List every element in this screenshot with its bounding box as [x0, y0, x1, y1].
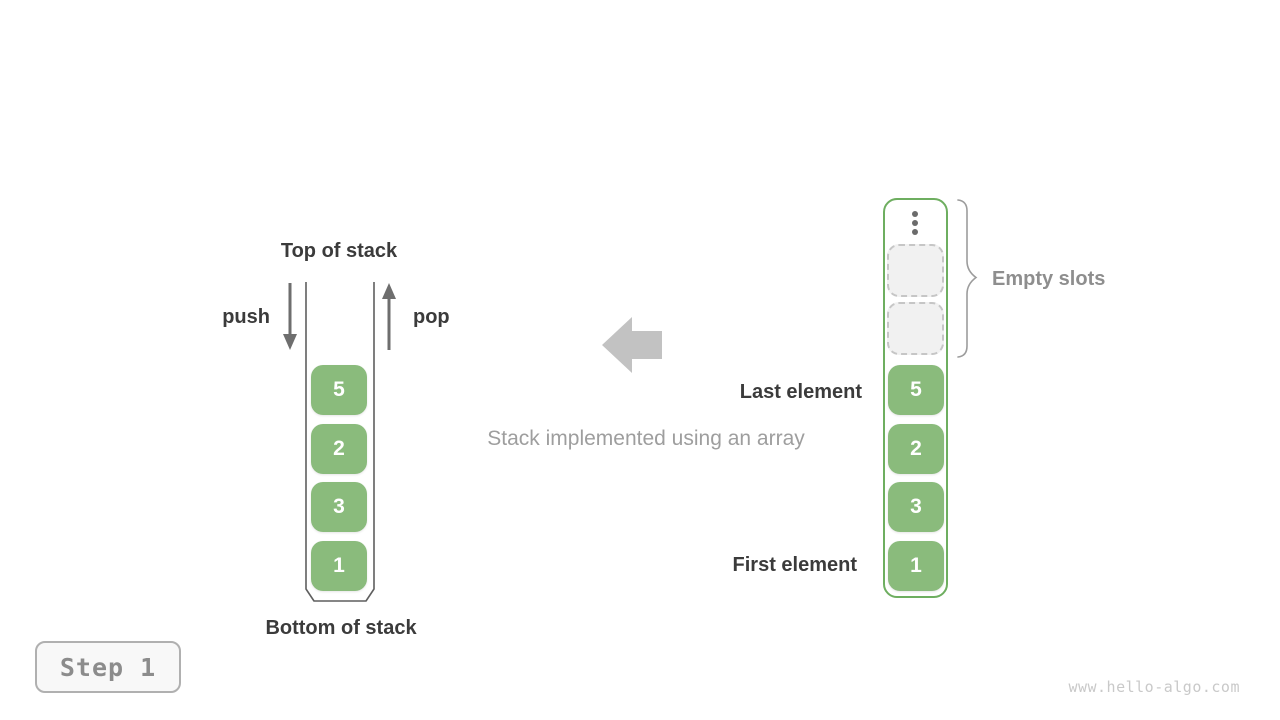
first-element-label: First element — [732, 554, 857, 576]
stack-element: 1 — [311, 541, 367, 591]
array-element: 3 — [888, 482, 944, 532]
push-label: push — [222, 306, 270, 328]
stack-element: 5 — [311, 365, 367, 415]
top-of-stack-label: Top of stack — [280, 240, 398, 262]
brace-icon — [957, 199, 978, 358]
pop-arrow-icon — [382, 283, 396, 350]
bottom-of-stack-label: Bottom of stack — [265, 617, 417, 639]
stack-element: 2 — [311, 424, 367, 474]
array-container — [883, 198, 948, 598]
array-element: 2 — [888, 424, 944, 474]
push-arrow-icon — [283, 283, 297, 350]
caption-text: Stack implemented using an array — [487, 427, 805, 450]
step-badge: Step 1 — [35, 641, 181, 693]
empty-slot — [887, 244, 944, 297]
array-element: 5 — [888, 365, 944, 415]
last-element-label: Last element — [739, 381, 862, 403]
stack-element: 3 — [311, 482, 367, 532]
pop-label: pop — [413, 306, 450, 328]
watermark: www.hello-algo.com — [1068, 678, 1240, 696]
ellipsis-icon — [912, 211, 918, 235]
left-block-arrow-icon — [602, 317, 662, 373]
step-badge-label: Step 1 — [59, 652, 157, 682]
empty-slot — [887, 302, 944, 355]
empty-slots-label: Empty slots — [992, 268, 1106, 290]
array-element: 1 — [888, 541, 944, 591]
